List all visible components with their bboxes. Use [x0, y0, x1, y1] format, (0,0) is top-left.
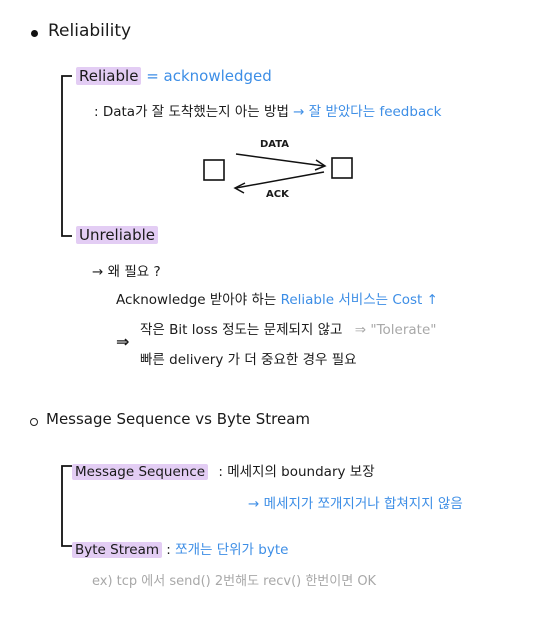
fast-delivery-text: 빠른 delivery 가 더 중요한 경우 필요 [140, 352, 357, 368]
sender-box [203, 159, 225, 181]
section-title-message-vs-byte: Message Sequence vs Byte Stream [46, 410, 311, 428]
message-not-split: → 메세지가 쪼개지거나 합쳐지지 않음 [248, 496, 463, 512]
bullet-message-vs-byte [30, 418, 38, 426]
byte-colon: : [166, 542, 171, 558]
bracket-message-byte [61, 465, 72, 547]
ack-label: ACK [266, 189, 289, 200]
tolerate-text: ⇒ "Tolerate" [354, 322, 437, 338]
byte-row: Byte Stream : 쪼개는 단위가 byte [72, 538, 288, 558]
cost-row: Acknowledge 받아야 하는 Reliable 서비스는 Cost ↑ [116, 288, 438, 308]
section-title-reliability: Reliability [48, 21, 132, 41]
tolerate-row: 작은 Bit loss 정도는 문제되지 않고 ⇒ "Tolerate" [140, 318, 436, 338]
bit-loss-text: 작은 Bit loss 정도는 문제되지 않고 [140, 322, 343, 338]
reliable-equals: = acknowledged [146, 67, 272, 85]
byte-stream-label: Byte Stream [72, 542, 162, 558]
ack-diagram [203, 153, 353, 194]
bracket-reliability [61, 75, 72, 237]
reliable-label: Reliable [76, 67, 142, 85]
bullet-reliability [31, 30, 38, 37]
unreliable-label: Unreliable [76, 226, 158, 244]
message-row: Message Sequence : 메세지의 boundary 보장 [72, 460, 375, 480]
cost-blue: Reliable 서비스는 Cost ↑ [280, 292, 438, 308]
reliable-desc: : Data가 잘 도착했는지 아는 방법 [94, 104, 289, 120]
data-label: DATA [260, 139, 290, 150]
reliable-feedback: → 잘 받았다는 feedback [293, 104, 442, 120]
unreliable-row: Unreliable [76, 226, 158, 244]
data-arrow [235, 153, 325, 167]
ack-arrow [235, 171, 325, 189]
message-sequence-label: Message Sequence [72, 464, 209, 480]
why-needed: → 왜 필요 ? [92, 264, 161, 280]
message-boundary-desc: : 메세지의 boundary 보장 [218, 464, 375, 480]
byte-unit-desc: 쪼개는 단위가 byte [175, 542, 289, 558]
reliable-desc-row: : Data가 잘 도착했는지 아는 방법 → 잘 받았다는 feedback [94, 100, 441, 120]
receiver-box [331, 157, 353, 179]
cost-prefix: Acknowledge 받아야 하는 [116, 292, 277, 308]
reliable-row: Reliable = acknowledged [76, 67, 272, 85]
implies-arrow: ⇒ [116, 332, 130, 351]
tcp-example: ex) tcp 에서 send() 2번해도 recv() 한번이면 OK [92, 574, 377, 589]
